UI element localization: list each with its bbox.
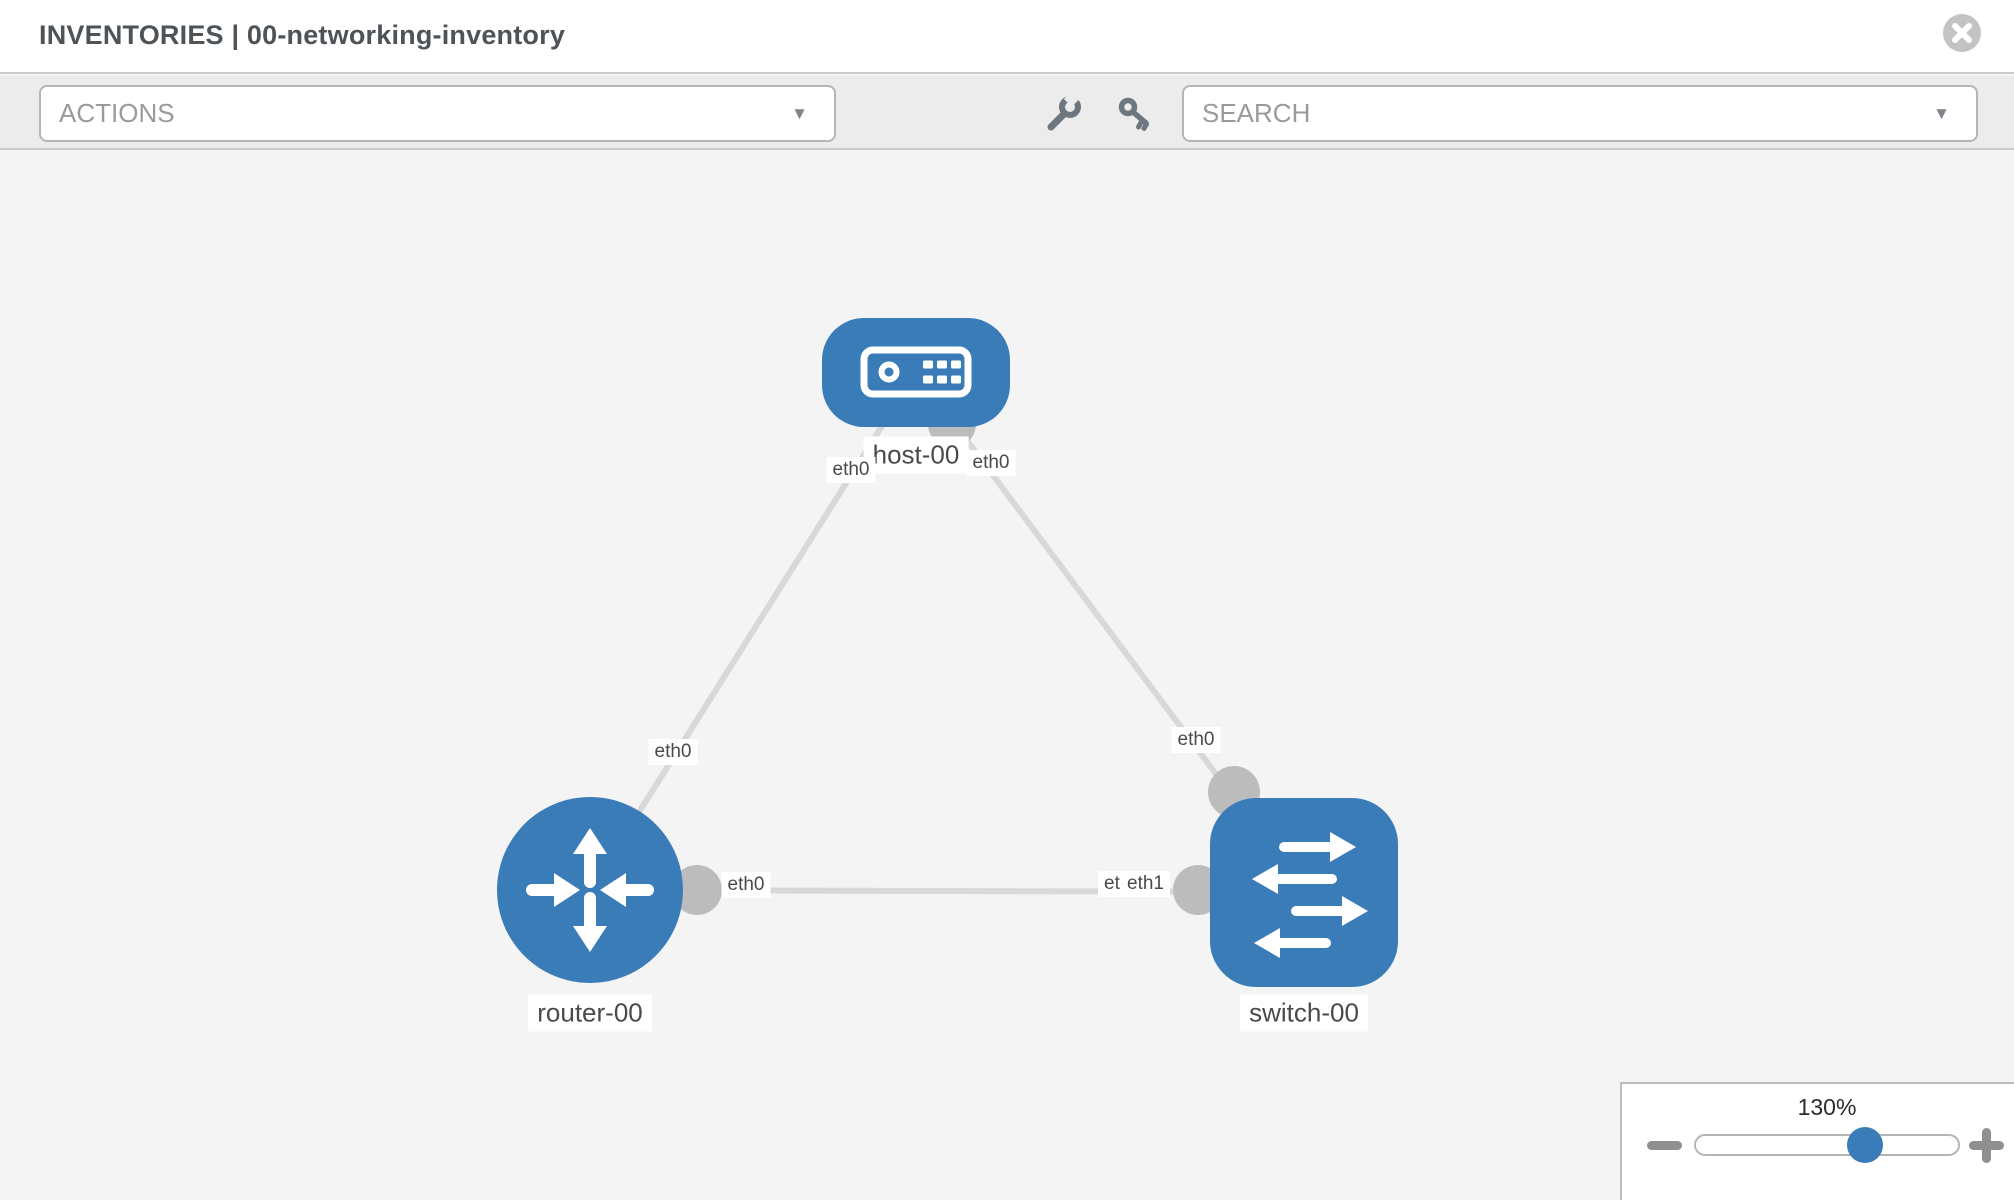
key-icon <box>1118 97 1149 131</box>
close-button[interactable] <box>1943 14 1981 52</box>
iface-label-router-uplink: eth0 <box>648 739 698 765</box>
router-icon <box>526 828 654 952</box>
zoom-in-button[interactable] <box>1969 1128 2004 1163</box>
iface-label-switch-left: eth1 <box>1121 871 1170 897</box>
zoom-level-value: 130% <box>1797 1094 1857 1120</box>
actions-dropdown-label: ACTIONS <box>59 98 175 128</box>
host-icon <box>860 346 972 398</box>
node-switch[interactable] <box>1210 798 1398 987</box>
switch-icon <box>1252 832 1368 958</box>
iface-label-host-left: eth0 <box>826 457 876 483</box>
tools-button[interactable] <box>1043 91 1083 134</box>
search-label: SEARCH <box>1202 98 1311 128</box>
node-host[interactable] <box>822 318 1010 427</box>
toolbar: ACTIONS ▼ SEARCH ▼ <box>0 76 2014 150</box>
node-label-switch: switch-00 <box>1240 994 1368 1032</box>
wrench-icon <box>1047 91 1081 131</box>
topology-canvas[interactable]: host-00 router-00 switch-00 eth0 eth0 et… <box>0 152 2014 1200</box>
interface-dot-router-right <box>672 865 722 915</box>
chevron-down-icon: ▼ <box>1933 103 1950 123</box>
actions-dropdown[interactable]: ACTIONS ▼ <box>39 85 836 142</box>
header: INVENTORIES | 00-networking-inventory <box>0 0 2014 74</box>
iface-label-host-right: eth0 <box>966 450 1016 476</box>
search-dropdown[interactable]: SEARCH ▼ <box>1182 85 1978 142</box>
node-label-host: host-00 <box>863 436 969 474</box>
iface-label-switch-uplink: eth0 <box>1171 727 1221 753</box>
node-label-router: router-00 <box>528 994 652 1032</box>
page-title: INVENTORIES | 00-networking-inventory <box>39 19 566 50</box>
node-router[interactable] <box>497 797 683 983</box>
close-icon <box>1952 23 1972 43</box>
zoom-out-button[interactable] <box>1647 1141 1682 1150</box>
zoom-slider-track[interactable] <box>1694 1127 1960 1163</box>
zoom-slider-knob[interactable] <box>1847 1127 1883 1163</box>
chevron-down-icon: ▼ <box>791 103 808 123</box>
zoom-control-panel: 130% <box>1620 1082 2014 1200</box>
iface-label-router-right: eth0 <box>721 872 771 898</box>
key-button[interactable] <box>1115 94 1155 134</box>
